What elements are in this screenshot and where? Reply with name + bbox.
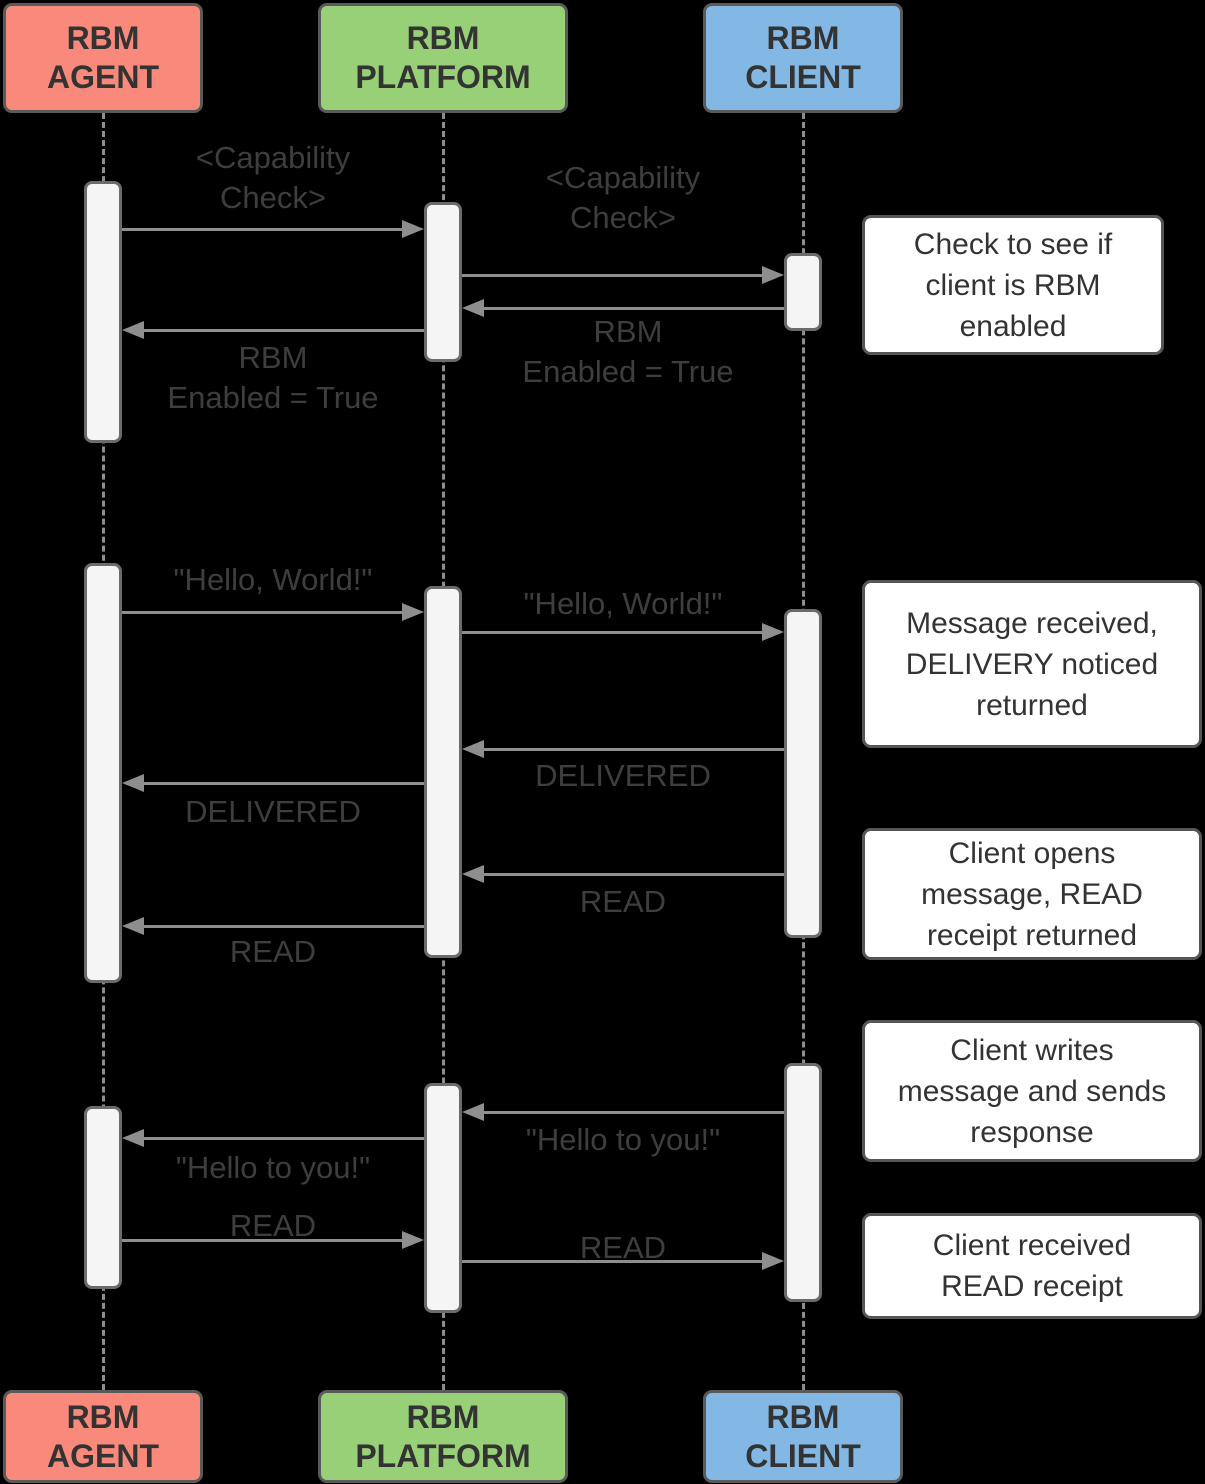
arrowhead-icon [762,1252,784,1270]
message-arrow-line [482,747,784,751]
actor-label-client: RBM CLIENT [745,1398,861,1474]
activation-bar-agent [84,181,122,443]
arrowhead-icon [462,299,484,317]
note-box: Client writes message and sends response [862,1020,1202,1162]
note-text: Check to see if client is RBM enabled [913,227,1113,343]
message-arrow-line [142,328,424,332]
arrowhead-icon [762,623,784,641]
activation-bar-platform [424,586,462,958]
message-label: "Hello to you!" [175,1150,371,1185]
arrowhead-icon [402,220,424,238]
activation-bar-platform [424,202,462,362]
message-arrow-line [122,227,404,231]
message-label: READ [579,1230,667,1265]
message-label: DELIVERED [535,758,711,793]
arrowhead-icon [122,917,144,935]
activation-bar-client [784,253,822,331]
arrowhead-icon [122,774,144,792]
arrowhead-icon [122,321,144,339]
message-label: READ [229,934,317,969]
arrowhead-icon [462,1103,484,1121]
note-box: Check to see if client is RBM enabled [862,215,1164,355]
message-label: "Hello, World!" [173,562,373,597]
message-label: "Hello to you!" [525,1122,721,1157]
message-label: READ [579,884,667,919]
actor-box-agent-top: RBM AGENT [3,3,203,113]
note-text: Client opens message, READ receipt retur… [921,836,1143,952]
activation-bar-platform [424,1083,462,1313]
message-label: "Hello, World!" [523,586,723,621]
message-arrow-line [482,1110,784,1114]
note-text: Client writes message and sends response [897,1033,1167,1149]
actor-box-client-bottom: RBM CLIENT [703,1390,903,1483]
actor-label-agent: RBM AGENT [47,1398,159,1474]
message-arrow-line [462,1259,764,1263]
activation-bar-client [784,609,822,938]
message-label: READ [229,1208,317,1243]
activation-bar-client [784,1063,822,1302]
message-label: RBM Enabled = True [522,314,734,389]
message-arrow-line [482,306,784,310]
arrowhead-icon [402,603,424,621]
arrowhead-icon [402,1231,424,1249]
arrowhead-icon [462,740,484,758]
arrowhead-icon [462,865,484,883]
actor-box-client-top: RBM CLIENT [703,3,903,113]
message-label: DELIVERED [185,794,361,829]
actor-box-platform-top: RBM PLATFORM [318,3,568,113]
actor-label-agent: RBM AGENT [47,20,159,95]
note-box: Client opens message, READ receipt retur… [862,828,1202,960]
actor-label-platform: RBM PLATFORM [355,20,531,95]
actor-label-client: RBM CLIENT [745,20,861,95]
message-arrow-line [142,781,424,785]
actor-box-platform-bottom: RBM PLATFORM [318,1390,568,1483]
message-label: <Capability Check> [545,160,701,235]
message-arrow-line [462,273,764,277]
message-arrow-line [462,630,764,634]
message-label: <Capability Check> [195,140,351,215]
note-box: Client received READ receipt [862,1213,1202,1319]
actor-label-platform: RBM PLATFORM [355,1398,531,1474]
message-arrow-line [122,1238,404,1242]
message-arrow-line [142,924,424,928]
message-label: RBM Enabled = True [167,340,379,415]
message-arrow-line [122,610,404,614]
activation-bar-agent [84,563,122,983]
note-box: Message received, DELIVERY noticed retur… [862,580,1202,748]
activation-bar-agent [84,1106,122,1289]
note-text: Client received READ receipt [932,1229,1132,1303]
message-arrow-line [142,1136,424,1140]
arrowhead-icon [122,1129,144,1147]
arrowhead-icon [762,266,784,284]
note-text: Message received, DELIVERY noticed retur… [905,606,1159,722]
message-arrow-line [482,872,784,876]
actor-box-agent-bottom: RBM AGENT [3,1390,203,1483]
